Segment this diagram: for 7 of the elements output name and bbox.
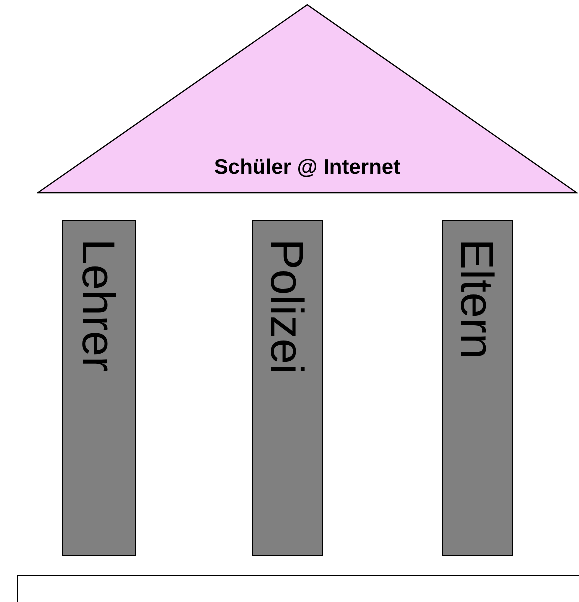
- roof-title: Schüler @ Internet: [214, 156, 401, 180]
- pillar-box: [62, 220, 136, 556]
- pillar-box: [442, 220, 513, 556]
- pillar-label: Polizei: [264, 239, 310, 375]
- pillar-label: Eltern: [454, 239, 500, 360]
- pillar-label: Lehrer: [76, 239, 122, 372]
- pillar-box: [252, 220, 323, 556]
